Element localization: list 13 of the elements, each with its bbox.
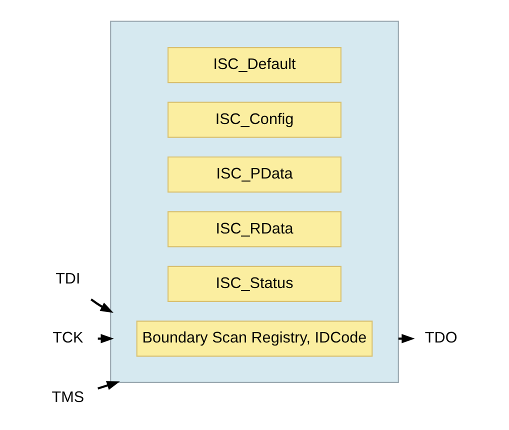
node-box: ISC_RData xyxy=(168,211,342,248)
cluster xyxy=(110,20,399,383)
node-box: ISC_Config xyxy=(168,102,342,138)
node-box: Boundary Scan Registry, IDCode xyxy=(136,320,373,357)
node-text: TMS xyxy=(52,388,84,406)
node-text: TCK xyxy=(52,330,84,347)
arrow xyxy=(98,381,120,390)
node-box: ISC_Status xyxy=(168,266,342,302)
node-text: TDI xyxy=(56,270,80,288)
arrow xyxy=(90,298,114,313)
node-box: ISC_Default xyxy=(168,47,342,84)
node-box: ISC_PData xyxy=(168,156,342,193)
node-text: TDO xyxy=(424,330,458,347)
